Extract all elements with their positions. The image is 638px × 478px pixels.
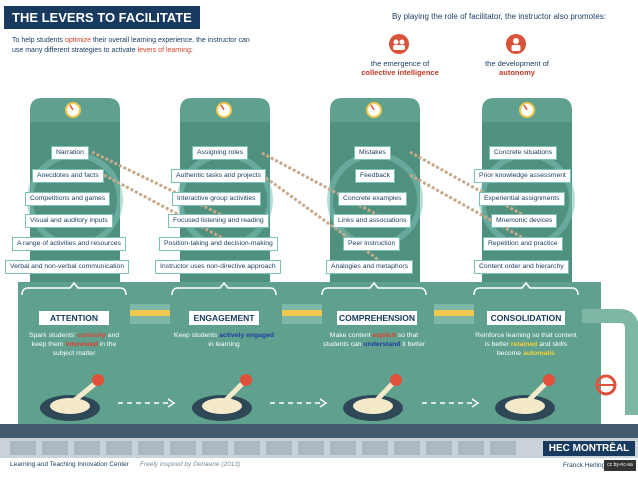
- stage-title-consolidation: CONSOLIDATION: [487, 311, 565, 325]
- lever-comprehension-4: Links and associations: [333, 214, 412, 228]
- lever-engagement-6: Instructor uses non-directive approach: [155, 260, 281, 274]
- connector-pipes: [130, 304, 638, 415]
- lever-consolidation-5: Repetition and practice: [483, 237, 563, 251]
- lever-handles: [40, 374, 555, 421]
- machine-base: [0, 424, 638, 438]
- person-icon: [506, 34, 526, 54]
- lever-comprehension-1: Mistakes: [354, 146, 391, 160]
- brace-lines: [21, 281, 579, 296]
- desc-text: Reinforce learning so that content is be…: [475, 332, 577, 348]
- footer-author: Franck Herling: [563, 462, 606, 469]
- desc-highlight: retained: [510, 341, 538, 348]
- lever-comprehension-6: Analogies and metaphors: [326, 260, 414, 274]
- footer-center-name: Learning and Teaching Innovation Center: [10, 461, 129, 468]
- stage-title-attention: ATTENTION: [39, 311, 109, 325]
- lever-consolidation-2: Prior knowledge assessment: [474, 169, 571, 183]
- desc-text: Spark students': [28, 332, 78, 339]
- desc-text: in the subject matter: [52, 341, 117, 357]
- stage-desc-attention: Spark students' curiosity and keep them …: [22, 331, 126, 358]
- desc-highlight: actively engaged: [219, 332, 275, 339]
- desc-highlight: understand: [363, 341, 401, 348]
- desc-highlight: explicit: [372, 332, 396, 339]
- intro-part2: their overall learning experience, the i…: [12, 37, 250, 54]
- promote-prefix: the development of: [485, 59, 549, 68]
- page-title: THE LEVERS TO FACILITATE LEARNING: [4, 6, 200, 48]
- floor-tiles: [10, 441, 516, 455]
- desc-highlight: automatic: [522, 350, 556, 357]
- promote-prefix: the emergence of: [370, 59, 430, 68]
- lever-consolidation-4: Mnemonic devices: [491, 214, 558, 228]
- stage-desc-comprehension: Make content explicit so that students c…: [322, 331, 426, 349]
- stage-title-comprehension: COMPREHENSION: [337, 311, 417, 325]
- promote-item-autonomy: the development of autonomy: [462, 59, 572, 77]
- footer-inspired: Freely inspired by Dehaene (2013): [140, 461, 241, 468]
- lever-attention-5: A range of activities and resources: [12, 237, 126, 251]
- promotes-heading: By playing the role of facilitator, the …: [392, 12, 606, 21]
- lever-engagement-2: Authentic tasks and projects: [171, 169, 267, 183]
- promote-item-collective: the emergence of collective intelligence: [345, 59, 455, 77]
- cc-license-badge: cc by-nc-sa: [604, 460, 636, 471]
- desc-text: in learning: [208, 341, 240, 348]
- lever-attention-1: Narration: [51, 146, 89, 160]
- lever-engagement-1: Assigning roles: [192, 146, 249, 160]
- lever-consolidation-6: Content order and hierarchy: [474, 260, 569, 274]
- desc-highlight: interested: [65, 341, 98, 348]
- desc-text: it better: [400, 341, 425, 348]
- lever-attention-2: Anecdotes and facts: [32, 169, 104, 183]
- lever-engagement-5: Position-taking and decision-making: [159, 237, 278, 251]
- lever-attention-4: Visual and auditory inputs: [25, 214, 113, 228]
- intro-highlight-levers: levers of learning: [137, 47, 191, 54]
- promote-emph: autonomy: [499, 68, 535, 77]
- lever-comprehension-3: Concrete examples: [338, 192, 407, 206]
- desc-text: so that students can: [322, 332, 419, 348]
- desc-text: and skills become: [496, 341, 568, 357]
- intro-part3: :: [190, 47, 193, 54]
- lever-consolidation-1: Concrete situations: [489, 146, 558, 160]
- hec-logo: HEC MONTRĒAL: [543, 441, 635, 456]
- desc-text: and keep them: [31, 332, 120, 348]
- intro-highlight-optimize: optimize: [64, 37, 92, 44]
- group-icon: [389, 34, 409, 54]
- lever-engagement-4: Focused listening and reading: [168, 214, 269, 228]
- lever-comprehension-5: Peer instruction: [343, 237, 401, 251]
- lever-engagement-3: Interactive group activities: [172, 192, 261, 206]
- stage-desc-consolidation: Reinforce learning so that content is be…: [474, 331, 578, 358]
- gauge-icons: [65, 102, 535, 118]
- lever-comprehension-2: Feedback: [355, 169, 395, 183]
- stage-desc-engagement: Keep students actively engaged in learni…: [172, 331, 276, 349]
- intro-part1: To help students: [12, 37, 65, 44]
- stage-title-engagement: ENGAGEMENT: [189, 311, 259, 325]
- lever-consolidation-3: Experiential assignments: [479, 192, 565, 206]
- flow-arrows: [118, 398, 480, 408]
- lever-attention-3: Competitions and games: [25, 192, 111, 206]
- chain-links: [91, 150, 533, 268]
- intro-text: To help students optimize their overall …: [12, 36, 252, 56]
- desc-highlight: curiosity: [77, 332, 106, 339]
- desc-text: Make content: [329, 332, 373, 339]
- desc-text: Keep students: [173, 332, 220, 339]
- promote-emph: collective intelligence: [361, 68, 439, 77]
- lever-attention-6: Verbal and non-verbal communication: [5, 260, 130, 274]
